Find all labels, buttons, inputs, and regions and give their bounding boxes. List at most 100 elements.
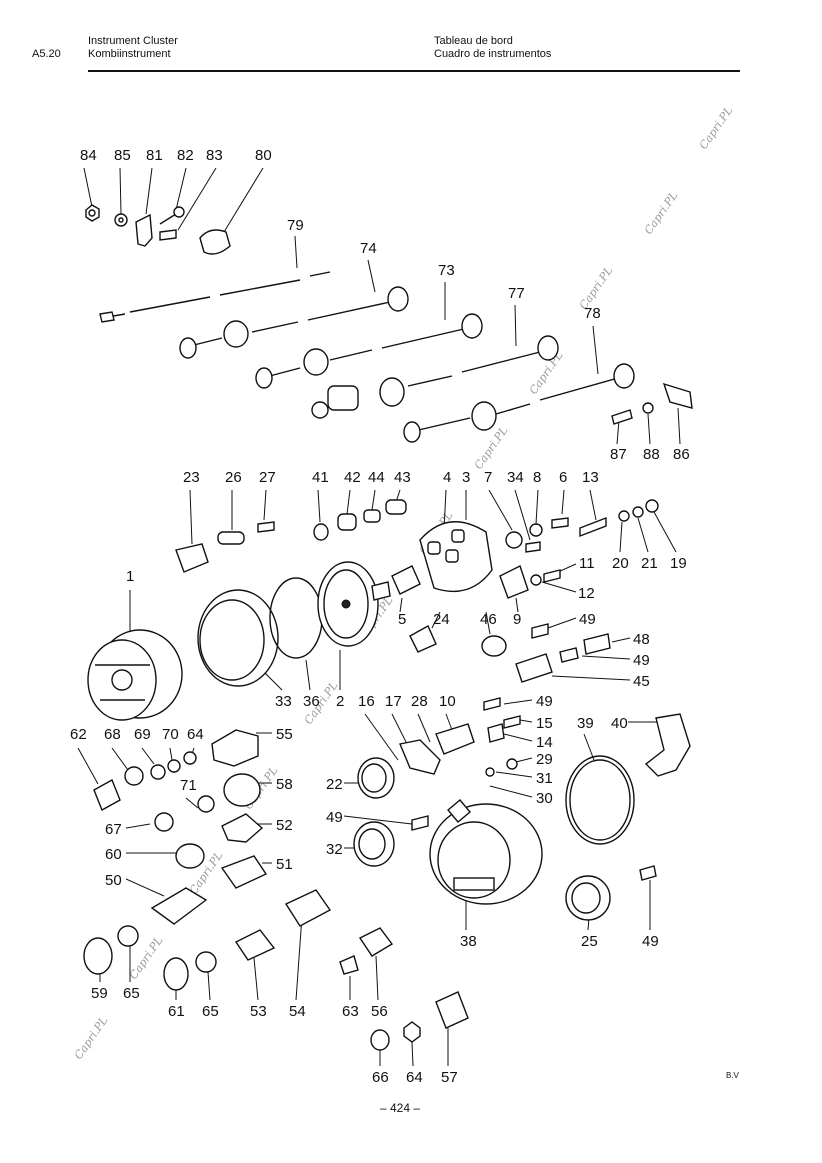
callout-26: 26 — [225, 469, 242, 486]
bracket-81-icon — [135, 213, 153, 247]
cable-79-icon — [101, 271, 331, 319]
callout-73: 73 — [438, 262, 455, 279]
cable-78-icon — [409, 377, 619, 433]
callout-9: 9 — [513, 611, 521, 628]
bulb-49d-icon — [411, 815, 429, 831]
callout-58: 58 — [276, 776, 293, 793]
switch-52-icon — [221, 813, 264, 843]
callout-49: 49 — [536, 693, 553, 710]
callout-49: 49 — [579, 611, 596, 628]
callout-23: 23 — [183, 469, 200, 486]
callout-56: 56 — [371, 1003, 388, 1020]
callout-39: 39 — [577, 715, 594, 732]
callout-29: 29 — [536, 751, 553, 768]
watermark: Capri.PL — [472, 424, 511, 472]
page-number: – 424 – — [379, 1101, 421, 1115]
callout-84: 84 — [80, 147, 97, 164]
callout-70: 70 — [162, 726, 179, 743]
bulb-41-icon — [313, 523, 329, 541]
header-title-spanish: Cuadro de instrumentos — [434, 48, 552, 60]
switch-54-icon — [284, 889, 332, 927]
nut-64b-icon — [403, 1021, 421, 1043]
callout-51: 51 — [276, 856, 293, 873]
bracket-17-icon — [399, 739, 441, 775]
clip-14-icon — [487, 723, 505, 743]
nut-65-icon — [117, 925, 139, 947]
washer-69-icon — [150, 764, 166, 780]
bulb-49b-icon — [559, 647, 579, 663]
switch-56-icon — [358, 927, 394, 957]
bolt-83-icon — [159, 229, 177, 241]
switch-53-icon — [234, 929, 276, 961]
callout-49: 49 — [326, 809, 343, 826]
callout-54: 54 — [289, 1003, 306, 1020]
callout-55: 55 — [276, 726, 293, 743]
header-section-code: A5.20 — [32, 48, 61, 60]
callout-52: 52 — [276, 817, 293, 834]
socket-26-icon — [217, 531, 245, 545]
ring-66-icon — [370, 1029, 390, 1051]
header-title-german: Kombiinstrument — [88, 48, 171, 60]
nut-71-icon — [197, 795, 215, 813]
callout-66: 66 — [372, 1069, 389, 1086]
callout-16: 16 — [358, 693, 375, 710]
socket-42-icon — [337, 513, 357, 531]
switches-group — [77, 729, 332, 1001]
watermark: Capri.PL — [697, 104, 736, 152]
clamp-ring-39-icon — [565, 755, 635, 845]
seal-ring-36-icon — [269, 577, 323, 659]
callout-21: 21 — [641, 555, 658, 572]
nut-84-icon — [85, 204, 100, 222]
watermark: Capri.PL — [642, 189, 681, 237]
screw-82-icon — [159, 213, 177, 225]
callout-25: 25 — [581, 933, 598, 950]
callout-40: 40 — [611, 715, 628, 732]
gauges-group — [343, 697, 543, 930]
knob-61-icon — [163, 957, 189, 991]
switch-51-icon — [220, 855, 268, 889]
callout-1: 1 — [126, 568, 134, 585]
knob-60-icon — [175, 843, 205, 869]
screw-6-icon — [551, 517, 569, 529]
washer-85-icon — [114, 213, 128, 227]
callout-20: 20 — [612, 555, 629, 572]
screw-27-icon — [257, 521, 275, 533]
callout-63: 63 — [342, 1003, 359, 1020]
callout-61: 61 — [168, 1003, 185, 1020]
callout-46: 46 — [480, 611, 497, 628]
callout-45: 45 — [633, 673, 650, 690]
callout-87: 87 — [610, 446, 627, 463]
callout-14: 14 — [536, 734, 553, 751]
watermark: Capri.PL — [72, 1014, 111, 1062]
header-rule — [88, 70, 740, 72]
callout-10: 10 — [439, 693, 456, 710]
callout-50: 50 — [105, 872, 122, 889]
signature-mark: B.V — [726, 1071, 739, 1080]
socket-46-icon — [481, 635, 507, 657]
cable-73-icon — [261, 327, 469, 379]
callout-5: 5 — [398, 611, 406, 628]
bracket-hardware-group — [611, 382, 693, 445]
knob-63-icon — [339, 955, 359, 975]
temp-gauge-22-icon — [357, 757, 395, 799]
speedo-cable-group — [99, 235, 635, 443]
callout-59: 59 — [91, 985, 108, 1002]
nut-8-icon — [529, 523, 543, 537]
callout-79: 79 — [287, 217, 304, 234]
screw-34-icon — [525, 541, 541, 553]
washer-88-icon — [642, 402, 654, 414]
sender-10-icon — [435, 723, 475, 755]
callout-28: 28 — [411, 693, 428, 710]
bracket-86-icon — [662, 382, 693, 409]
callout-22: 22 — [326, 776, 343, 793]
bulb-holder-group — [175, 489, 407, 573]
callout-86: 86 — [673, 446, 690, 463]
callout-3: 3 — [462, 469, 470, 486]
nut-65b-icon — [195, 951, 217, 973]
callout-74: 74 — [360, 240, 377, 257]
switch-50-icon — [150, 887, 208, 925]
top-hardware-group — [83, 167, 264, 255]
callout-7: 7 — [484, 469, 492, 486]
callout-69: 69 — [134, 726, 151, 743]
